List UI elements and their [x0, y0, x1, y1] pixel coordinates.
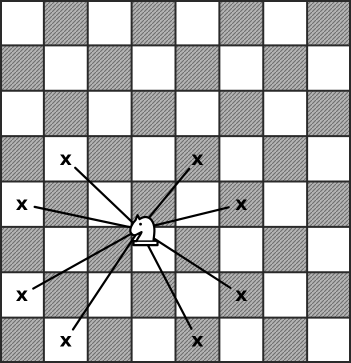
board-square: [307, 182, 351, 227]
board-square: [88, 91, 132, 136]
board-square: [0, 45, 44, 90]
board-square: [263, 91, 307, 136]
board-square: [176, 45, 220, 90]
move-target-mark: x: [16, 193, 28, 215]
board-square: [0, 318, 44, 363]
board-square: [219, 136, 263, 181]
board-square: [263, 227, 307, 272]
board-square: [44, 227, 88, 272]
board-square: [132, 45, 176, 90]
board-square: [307, 272, 351, 317]
board-square: [219, 45, 263, 90]
board-square: [263, 182, 307, 227]
move-target-mark: x: [16, 284, 28, 306]
board-square: [0, 91, 44, 136]
board-square: [219, 318, 263, 363]
board-square: [263, 0, 307, 45]
board-square: [307, 227, 351, 272]
board-square: [0, 0, 44, 45]
board-square: [307, 91, 351, 136]
move-target-mark: x: [191, 329, 203, 351]
move-target-mark: x: [60, 329, 72, 351]
board-square: [219, 0, 263, 45]
board-square: [88, 318, 132, 363]
move-target-mark: x: [191, 148, 203, 170]
board-square: [132, 0, 176, 45]
board-square: [176, 91, 220, 136]
board-square: [44, 182, 88, 227]
board-square: [44, 91, 88, 136]
board-square: [219, 227, 263, 272]
board-square: [132, 136, 176, 181]
board-square: [219, 91, 263, 136]
move-target-mark: x: [235, 193, 247, 215]
board-square: [0, 136, 44, 181]
board-square: [263, 136, 307, 181]
board-square: [44, 0, 88, 45]
move-target-mark: x: [235, 284, 247, 306]
board-square: [88, 45, 132, 90]
board-square: [176, 182, 220, 227]
board-square: [307, 318, 351, 363]
board-square: [263, 272, 307, 317]
board-square: [88, 272, 132, 317]
board-square: [307, 0, 351, 45]
board-square: [263, 45, 307, 90]
board-square: [307, 45, 351, 90]
board-square: [44, 45, 88, 90]
board-square: [88, 0, 132, 45]
board-square: [263, 318, 307, 363]
board-square: [132, 318, 176, 363]
board-square: [132, 272, 176, 317]
move-target-mark: x: [60, 148, 72, 170]
board-square: [0, 227, 44, 272]
board-square: [307, 136, 351, 181]
board-square: [132, 91, 176, 136]
board-square: [88, 136, 132, 181]
board-square: [176, 0, 220, 45]
